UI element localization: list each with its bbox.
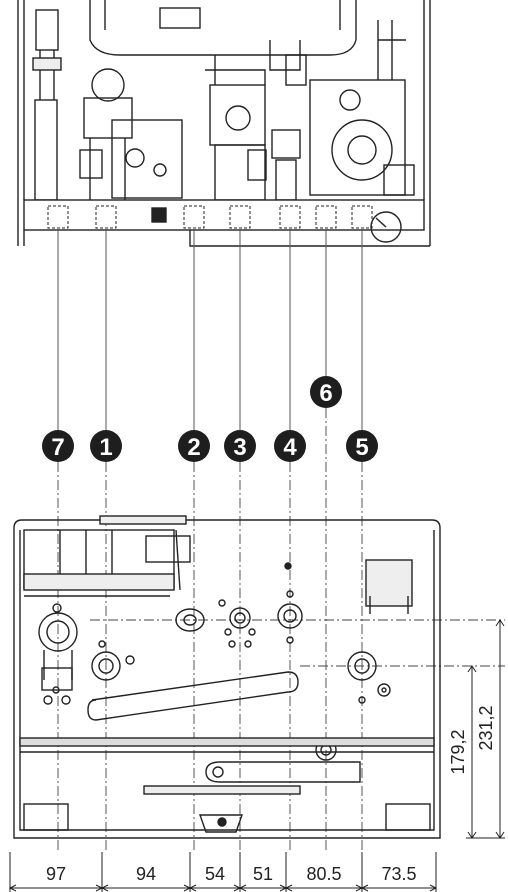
callout-7-label: 7 xyxy=(51,434,64,461)
dimension-94: 94 xyxy=(136,864,156,884)
bottom-dimension-lines xyxy=(8,852,438,892)
callout-7: 7 xyxy=(42,430,74,462)
callout-2-label: 2 xyxy=(187,434,200,461)
dimension-80-5: 80.5 xyxy=(306,864,341,884)
centre-lines xyxy=(57,408,505,850)
dimension-73-5: 73.5 xyxy=(381,864,416,884)
callout-4-label: 4 xyxy=(283,434,297,461)
dimension-54: 54 xyxy=(205,864,225,884)
callout-5-label: 5 xyxy=(355,434,368,461)
callout-2: 2 xyxy=(178,430,210,462)
callout-1-label: 1 xyxy=(99,434,112,461)
callout-3: 3 xyxy=(224,430,256,462)
callout-1: 1 xyxy=(90,430,122,462)
callout-5: 5 xyxy=(346,430,378,462)
dimension-231-2: 231,2 xyxy=(476,705,496,750)
callout-4: 4 xyxy=(274,430,306,462)
boiler-bottom-view xyxy=(13,515,441,839)
vertical-dimensions xyxy=(466,619,505,839)
dimension-51: 51 xyxy=(253,864,273,884)
callout-6-label: 6 xyxy=(319,380,332,407)
callout-6: 6 xyxy=(310,376,342,408)
dimension-97: 97 xyxy=(46,864,66,884)
boiler-top-view xyxy=(17,0,431,247)
reference-lines xyxy=(57,230,363,446)
dimension-179-2: 179,2 xyxy=(448,729,468,774)
callout-3-label: 3 xyxy=(233,434,246,461)
